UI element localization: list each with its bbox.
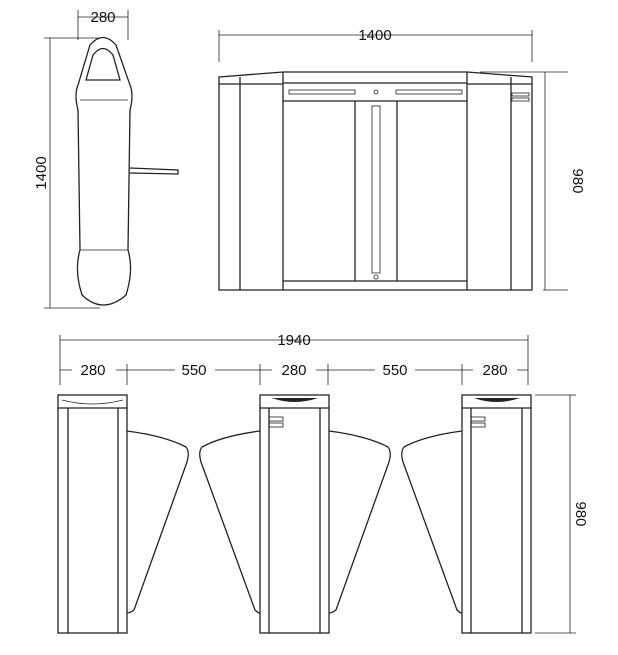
- segment-label-1: 280: [80, 362, 105, 379]
- segment-label-5: 280: [482, 362, 507, 379]
- side-height-dimension: 1400: [33, 37, 100, 309]
- center-light-strip: [371, 105, 381, 274]
- side-flap-arm: [129, 167, 179, 175]
- cabinet-middle: [259, 394, 330, 634]
- segment-label-3: 280: [281, 362, 306, 379]
- front-width-label: 1400: [358, 27, 391, 44]
- lane-height-dimension: 980: [535, 394, 589, 634]
- side-handle-hole: [85, 47, 121, 81]
- front-width-dimension: 1400: [218, 27, 533, 62]
- lane-total-dimension: 1940: [59, 332, 529, 385]
- lane-view: 1940 280 550 280 550 280 980: [57, 332, 589, 634]
- flap-3: [328, 430, 391, 614]
- sensor-bottom: [373, 274, 379, 280]
- card-reader-slot-2: [511, 97, 530, 102]
- lane-segment-dimensions: 280 550 280 550 280: [60, 362, 528, 385]
- side-height-label: 1400: [33, 156, 50, 189]
- lane-height-label: 980: [572, 501, 589, 526]
- segment-label-2: 550: [181, 362, 206, 379]
- flap-1: [126, 430, 189, 614]
- front-height-dimension: 980: [480, 71, 586, 291]
- side-width-dimension: 280: [77, 9, 129, 40]
- card-reader-right: [470, 416, 486, 422]
- segment-label-4: 550: [382, 362, 407, 379]
- cabinet-right: [461, 394, 532, 634]
- side-body-outline: [75, 36, 133, 306]
- card-reader-slot-1: [511, 92, 530, 97]
- flap-4: [401, 430, 463, 614]
- indicator-bar-left: [288, 89, 356, 95]
- front-height-label: 980: [569, 168, 586, 193]
- card-reader-middle: [268, 416, 284, 422]
- indicator-bar-right: [395, 89, 463, 95]
- lane-total-label: 1940: [277, 332, 310, 349]
- cabinet-left: [57, 394, 128, 634]
- side-view: 280 1400: [33, 9, 179, 309]
- front-view: 1400 980: [218, 27, 586, 291]
- side-width-label: 280: [90, 9, 115, 26]
- flap-2: [199, 430, 261, 614]
- sensor-top: [373, 89, 379, 95]
